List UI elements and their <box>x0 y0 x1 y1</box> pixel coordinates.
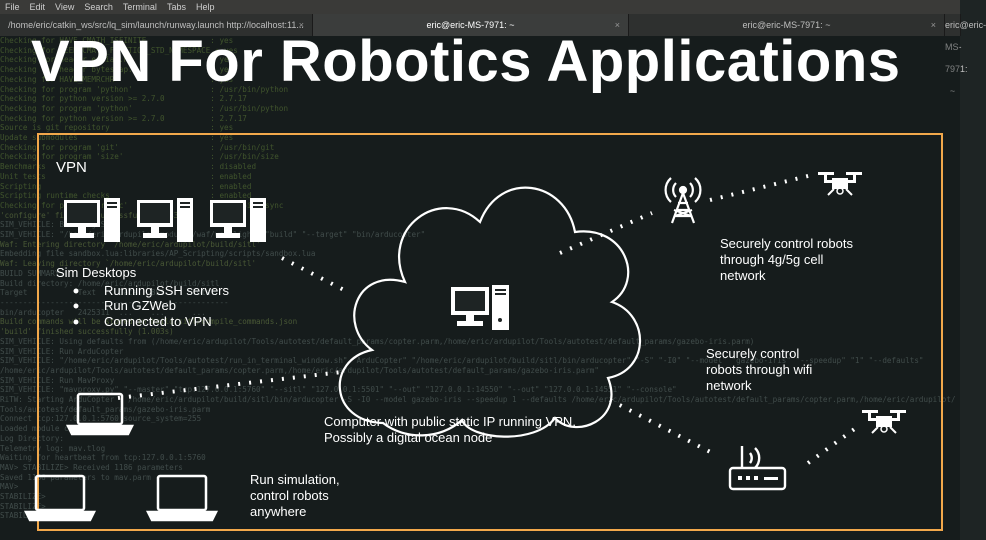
terminal-menubar: File Edit View Search Terminal Tabs Help <box>0 0 960 14</box>
terminal-line: /home/eric/ardupilot/Tools/autotest/defa… <box>0 365 599 375</box>
link-tower-drone <box>709 173 813 202</box>
terminal-line: SIM_VEHICLE: Run MavProxy <box>0 375 115 385</box>
terminal-line: Update submodules : yes <box>0 133 234 143</box>
terminal-tabbar: /home/eric/catkin_ws/src/lq_sim/launch/r… <box>0 14 986 96</box>
terminal-line: ----------------------------------------… <box>0 297 229 307</box>
tab-terminal-3[interactable]: eric@eric-MS-7971: ~ × <box>629 14 945 36</box>
cell-network-caption: Securely control robots through 4g/5g ce… <box>720 236 853 283</box>
laptop-icon <box>65 392 135 436</box>
terminal-line: Source is git repository : yes <box>0 123 234 133</box>
terminal-line: STABILIZE> <box>0 501 46 511</box>
terminal-line: Checking for header byteswap.h : yes <box>0 65 234 75</box>
tab-label: eric@eric-MS-7971: ~ <box>426 20 515 30</box>
link-cloud-tower <box>559 211 653 255</box>
desktop-computer-icon <box>451 285 509 330</box>
bullet-gzweb: Run GZWeb <box>104 298 177 313</box>
wifi-network-caption: Securely control robots through wifi net… <box>706 346 813 393</box>
terminal-line: STABILIZE> <box>0 511 51 521</box>
menu-view[interactable]: View <box>55 2 75 12</box>
terminal-line: Checking for program 'python' : /usr/bin… <box>0 84 289 94</box>
terminal-line: Telemetry log: mav.tlog <box>0 443 106 453</box>
terminal-line: Checking for program 'size' : /usr/bin/s… <box>0 152 279 162</box>
sim-desktops-title: Sim Desktops <box>56 265 137 280</box>
terminal-line: Checking for header endian.h : yes <box>0 55 234 65</box>
link-cloud-router <box>609 398 717 457</box>
slide-title: VPN For Robotics Applications <box>31 29 901 94</box>
tab-label: eric@eric-MS-7971: ~ <box>742 20 831 30</box>
menu-tabs[interactable]: Tabs <box>166 2 186 12</box>
cloud-icon <box>338 186 642 438</box>
drone-icon <box>862 410 906 434</box>
desktop-computer-icon <box>64 198 120 242</box>
link-laptop-cloud <box>117 370 343 400</box>
terminal-line: 'build' finished successfully (1.003s) <box>0 327 174 337</box>
terminal-line: Target Text Data BSS Total <box>0 288 215 298</box>
terminal-line: Scripting runtime checks : enabled <box>0 191 252 201</box>
terminal-line: STABILIZE> <box>0 492 46 502</box>
terminal-line: SIM_VEHICLE: Using defaults from (/home/… <box>0 336 755 346</box>
desktop-computer-icon <box>210 198 266 242</box>
terminal-line: SIM_VEHICLE: "mavproxy.py" "--master" "t… <box>0 385 677 395</box>
terminal-line: Checking for HAVE_CMATH_ISFINITE : yes <box>0 36 234 45</box>
terminal-line: BUILD SUMMARY <box>0 268 60 278</box>
tab-terminal-2[interactable]: eric@eric-MS-7971: ~ × <box>313 14 629 36</box>
laptop-icon <box>145 474 219 522</box>
close-icon[interactable]: × <box>930 20 936 30</box>
terminal-line: Scripting : enabled <box>0 181 252 191</box>
bullet-markers <box>73 288 79 325</box>
terminal-line: Embedding file sandbox.lua:libraries/AP_… <box>0 249 316 259</box>
vpn-label: VPN <box>56 159 87 176</box>
diagram-canvas <box>23 172 906 522</box>
vpn-boundary-frame <box>37 133 943 531</box>
bullet-vpn: Connected to VPN <box>104 314 212 329</box>
drone-icon <box>818 172 862 196</box>
terminal-line: SIM_VEHICLE: "/home/eric/ardupilot/Tools… <box>0 356 924 366</box>
cloud-node-caption: Computer with public static IP running V… <box>324 414 576 445</box>
terminal-line: Benchmarks : disabled <box>0 162 257 172</box>
terminal-line: Build directory: /home/eric/ardupilot/bu… <box>0 278 220 288</box>
desktop-computer-icon <box>137 198 193 242</box>
tab-label: eric@eric-MS-7971: ~ <box>945 20 986 96</box>
terminal-line: RiTW: Starting ArduCopter : /home/eric/a… <box>0 395 956 405</box>
link-desktops-cloud <box>281 256 345 292</box>
tab-label: /home/eric/catkin_ws/src/lq_sim/launch/r… <box>8 20 304 30</box>
tab-terminal-4[interactable]: eric@eric-MS-7971: ~ <box>945 14 986 96</box>
laptop-icon <box>23 474 97 522</box>
menu-search[interactable]: Search <box>84 2 113 12</box>
menu-help[interactable]: Help <box>195 2 215 12</box>
terminal-line: Checking for HAVE_MEMRCHR : yes <box>0 74 234 84</box>
terminal-line: SIM_VEHICLE: Run ArduCopter <box>0 346 124 356</box>
link-router-drone <box>806 423 862 465</box>
terminal-line: MAV> <box>0 482 19 492</box>
menu-terminal[interactable]: Terminal <box>122 2 157 12</box>
wifi-router-icon <box>728 446 787 491</box>
terminal-line: Checking for python version >= 2.7.0 : 2… <box>0 94 247 104</box>
close-icon[interactable]: × <box>298 20 304 30</box>
terminal-line: bin/arducopter 2425311 ... ... ... <box>0 307 206 317</box>
terminal-line: Waf: Entering directory `/home/eric/ardu… <box>0 239 261 249</box>
terminal-line: Log Directory: <box>0 433 65 443</box>
terminal-line: Waiting for heartbeat from tcp:127.0.0.1… <box>0 453 206 463</box>
laptops-caption: Run simulation, control robots anywhere <box>250 472 340 519</box>
close-icon[interactable]: × <box>614 20 620 30</box>
terminal-line: Checking for python version >= 2.7.0 : 2… <box>0 113 247 123</box>
terminal-line: Checking for program 'git' : /usr/bin/gi… <box>0 142 275 152</box>
terminal-line: Checking for program 'python' : /usr/bin… <box>0 103 289 113</box>
terminal-line: Checking for NEED_CMATH_FUNCTION_STD_NAM… <box>0 45 238 55</box>
terminal-line: Unit tests : enabled <box>0 171 252 181</box>
terminal-line: Tools/autotest/default_params/gazebo-iri… <box>0 404 211 414</box>
menu-file[interactable]: File <box>5 2 20 12</box>
tab-runway-launch[interactable]: /home/eric/catkin_ws/src/lq_sim/launch/r… <box>0 14 313 36</box>
bullet-ssh: Running SSH servers <box>104 283 229 298</box>
terminal-line: MAV> STABILIZE> Received 1186 parameters <box>0 462 183 472</box>
cell-tower-icon <box>664 177 702 224</box>
menu-edit[interactable]: Edit <box>29 2 46 12</box>
